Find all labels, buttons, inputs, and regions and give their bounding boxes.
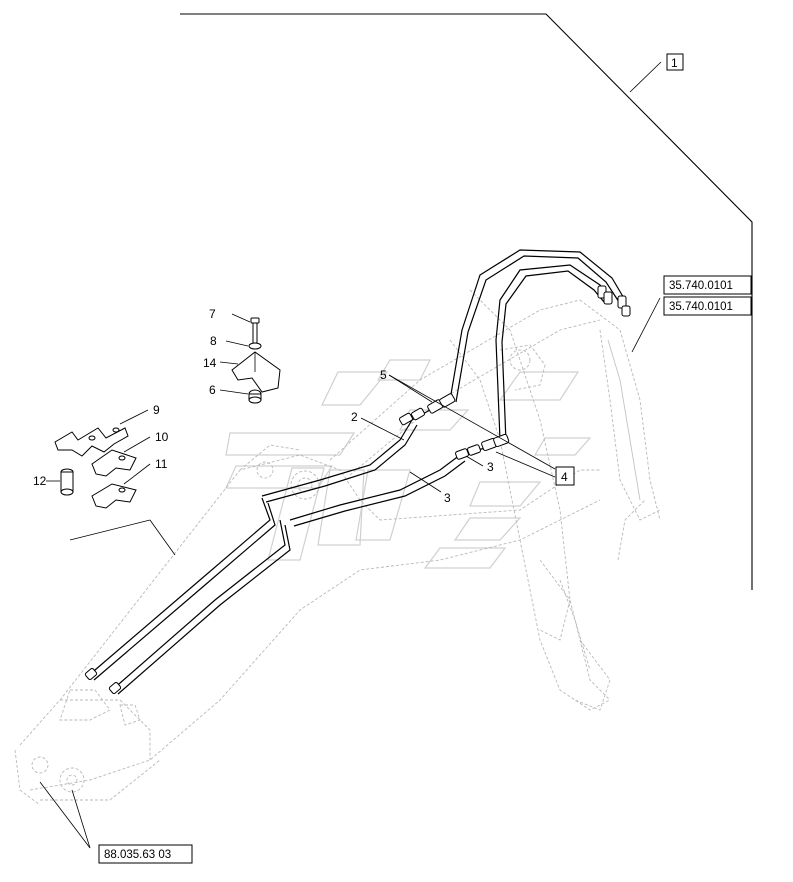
label-item-11: 11 xyxy=(155,457,168,471)
svg-text:4: 4 xyxy=(561,470,568,484)
ref-box-35-740-0101-bottom: 35.740.0101 xyxy=(663,296,752,316)
label-item-9: 9 xyxy=(153,403,160,417)
double-clamp-part-9 xyxy=(54,427,129,457)
boom-outline xyxy=(14,289,661,806)
label-item-14: 14 xyxy=(203,356,217,370)
label-item-5: 5 xyxy=(380,368,387,382)
label-item-12: 12 xyxy=(33,474,47,488)
label-item-8: 8 xyxy=(210,334,217,348)
clamp-part-10 xyxy=(91,449,137,477)
label-item-10: 10 xyxy=(155,430,169,444)
boxed-label-item-1: 1 xyxy=(666,53,684,71)
assembly-frame-line xyxy=(180,13,753,590)
background-watermark xyxy=(225,359,592,569)
ref-box-88-035-63-03: 88.035.63 03 xyxy=(98,844,193,864)
label-item-2: 2 xyxy=(351,410,358,424)
svg-text:35.740.0101: 35.740.0101 xyxy=(669,301,733,313)
svg-text:35.740.0101: 35.740.0101 xyxy=(669,280,733,292)
svg-text:88.035.63 03: 88.035.63 03 xyxy=(104,849,171,861)
label-item-6: 6 xyxy=(209,383,216,397)
ref-box-35-740-0101-top: 35.740.0101 xyxy=(663,275,752,295)
washer-part-8 xyxy=(248,342,262,350)
svg-text:1: 1 xyxy=(671,56,678,70)
item-labels: 7 8 14 6 9 10 11 12 5 2 3 3 xyxy=(33,307,494,505)
hydraulic-hoses xyxy=(87,249,626,695)
label-item-7: 7 xyxy=(209,307,216,321)
label-item-3b: 3 xyxy=(444,491,451,505)
nut-part-6 xyxy=(248,389,262,404)
boxed-label-item-4: 4 xyxy=(555,466,575,486)
sleeve-part-12 xyxy=(60,468,74,496)
bolt-part-7 xyxy=(250,317,260,344)
hose-fittings xyxy=(84,285,631,694)
label-item-3a: 3 xyxy=(487,460,494,474)
leader-lines xyxy=(39,61,662,849)
clamp-part-11 xyxy=(91,483,137,509)
bracket-part-14 xyxy=(231,351,281,393)
